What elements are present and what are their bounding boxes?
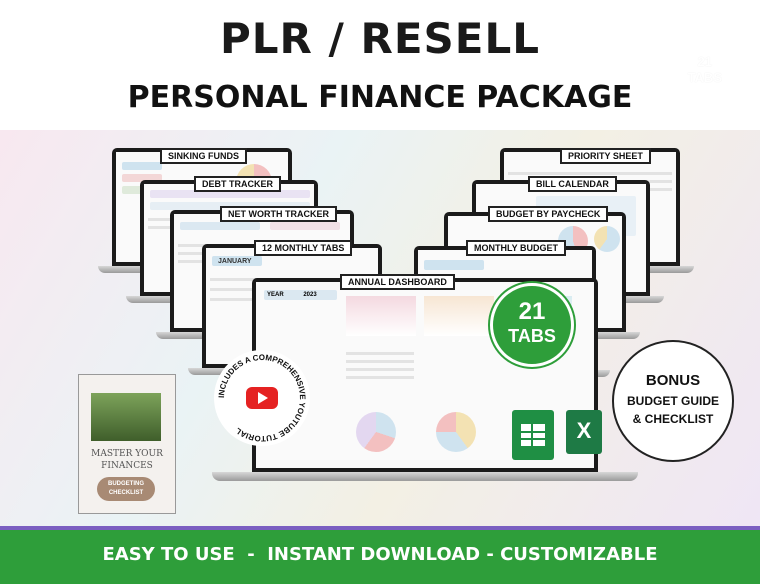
label-net-worth-tracker: NET WORTH TRACKER <box>220 206 337 222</box>
label-annual-dashboard: ANNUAL DASHBOARD <box>340 274 455 290</box>
tabs-badge-label: TABS <box>508 326 556 346</box>
book-button-line2: CHECKLIST <box>108 490 144 496</box>
page-title: PLR / RESELL <box>220 14 540 63</box>
tabs-badge: 21 TABS <box>490 283 574 367</box>
bonus-title: BONUS <box>645 372 701 389</box>
book-title-line2: FINANCES <box>101 461 153 471</box>
watermark: 21 TABS <box>688 54 722 86</box>
year-value: 2023 <box>303 292 317 298</box>
monthly-tab-month: JANUARY <box>218 258 252 265</box>
bonus-line3: & CHECKLIST <box>632 412 714 426</box>
book-cover-photo <box>91 393 161 441</box>
book-button-line1: BUDGETING <box>108 481 144 487</box>
label-budget-by-paycheck: BUDGET BY PAYCHECK <box>488 206 609 222</box>
footer-text: EASY TO USE - INSTANT DOWNLOAD - CUSTOMI… <box>102 544 658 565</box>
tabs-badge-number: 21 <box>518 298 546 325</box>
google-sheets-icon <box>512 410 554 460</box>
label-sinking-funds: SINKING FUNDS <box>160 148 248 164</box>
budget-guide-book: MASTER YOUR FINANCES BUDGETING CHECKLIST <box>78 374 176 514</box>
watermark-line2: TABS <box>687 70 722 85</box>
youtube-tutorial-badge: INCLUDES A COMPREHENSIVE YOUTUBE TUTORIA… <box>214 350 310 446</box>
footer-banner: EASY TO USE - INSTANT DOWNLOAD - CUSTOMI… <box>0 526 760 584</box>
label-priority-sheet: PRIORITY SHEET <box>560 148 651 164</box>
book-title-line1: MASTER YOUR <box>91 449 163 459</box>
excel-icon: X <box>566 410 602 454</box>
youtube-play-icon <box>246 387 278 409</box>
label-bill-calendar: BILL CALENDAR <box>528 176 617 192</box>
label-debt-tracker: DEBT TRACKER <box>194 176 281 192</box>
label-monthly-tabs: 12 MONTHLY TABS <box>254 240 353 256</box>
watermark-line1: 21 <box>697 54 713 69</box>
page-subtitle: PERSONAL FINANCE PACKAGE <box>127 80 633 115</box>
header: PLR / RESELL PERSONAL FINANCE PACKAGE 21… <box>0 0 760 130</box>
year-box: YEAR 2023 <box>264 290 337 300</box>
bonus-line2: BUDGET GUIDE <box>626 394 719 408</box>
bonus-badge: BONUS BUDGET GUIDE & CHECKLIST <box>612 340 734 462</box>
book-button: BUDGETING CHECKLIST <box>97 477 155 501</box>
year-label: YEAR <box>267 292 284 298</box>
label-monthly-budget: MONTHLY BUDGET <box>466 240 567 256</box>
